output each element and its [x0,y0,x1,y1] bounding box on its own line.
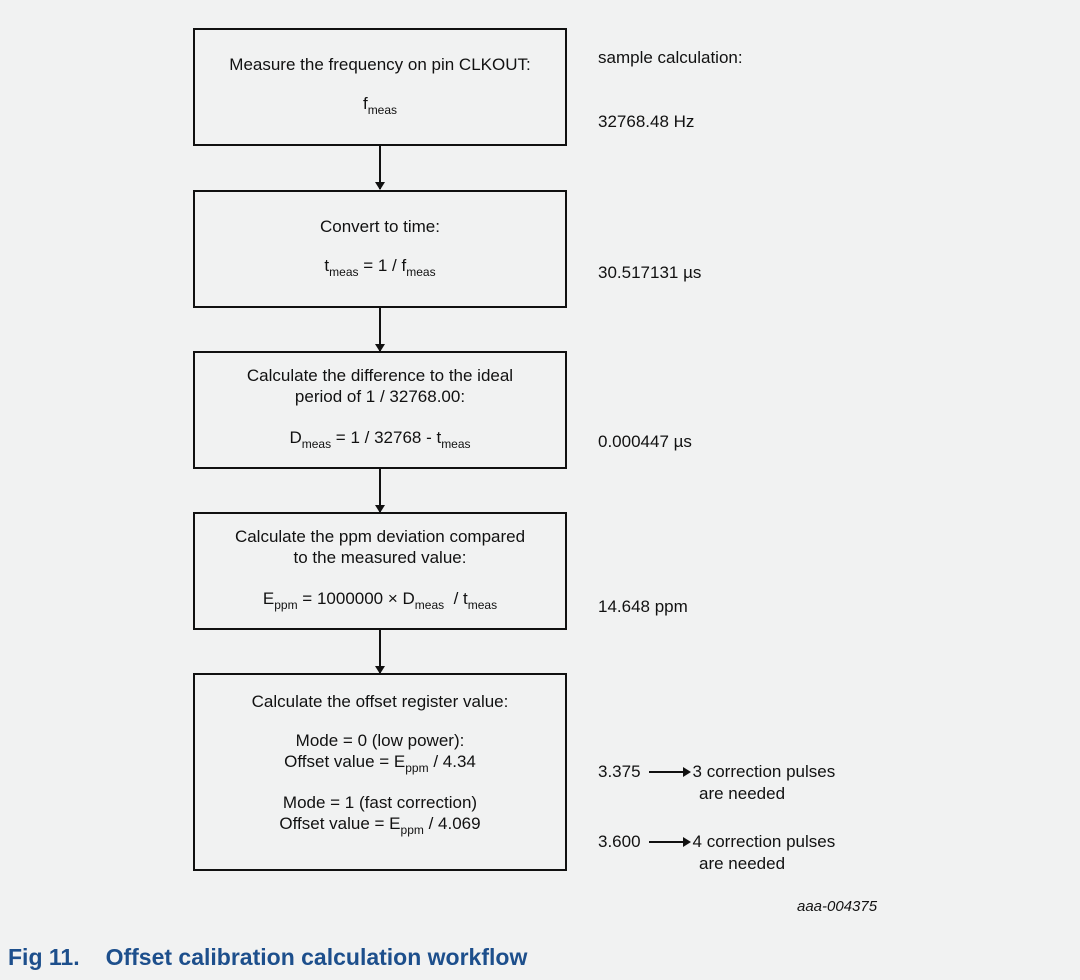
mode1-formula: Offset value = Eppm / 4.069 [279,814,481,837]
result-value: 3.600 [598,832,641,851]
mode1-label: Mode = 1 (fast correction) [282,793,478,812]
step-box-difference: Calculate the difference to the ideal pe… [193,351,567,469]
step-box-ppm-deviation: Calculate the ppm deviation compared to … [193,512,567,630]
step-title-line: period of 1 / 32768.00: [294,387,466,406]
step-value: 30.517131 µs [598,263,702,282]
result-line: are needed [699,854,786,873]
step-formula: fmeas [362,94,398,117]
step-formula: tmeas = 1 / fmeas [324,256,436,279]
flow-arrow [375,308,385,352]
step-title: Calculate the offset register value: [251,692,509,711]
sample-calculation-header: sample calculation: [598,48,743,67]
result-mode0: 3.375 3 correction pulses are needed [598,761,835,805]
step-box-convert-time: Convert to time: tmeas = 1 / fmeas [193,190,567,308]
step-title-line: Calculate the difference to the ideal [246,366,514,385]
step-formula: Dmeas = 1 / 32768 - tmeas [289,428,471,451]
mode0-label: Mode = 0 (low power): [295,731,465,750]
step-title: Convert to time: [320,217,440,236]
step-value: 14.648 ppm [598,597,688,616]
result-value: 3.375 [598,762,641,781]
flow-arrow [375,146,385,190]
caption-number: Fig 11. [8,944,80,970]
figure-caption: Fig 11. Offset calibration calculation wo… [8,944,527,971]
figure-code: aaa-004375 [797,898,878,915]
step-title: Measure the frequency on pin CLKOUT: [229,55,531,74]
result-line: 3 correction pulses [692,762,836,781]
step-box-measure-frequency: Measure the frequency on pin CLKOUT: fme… [193,28,567,146]
caption-text: Offset calibration calculation workflow [105,944,528,970]
result-line: 4 correction pulses [692,832,836,851]
step-value: 0.000447 µs [598,432,692,451]
flow-arrow [375,469,385,513]
result-line: are needed [699,784,786,803]
result-mode1: 3.600 4 correction pulses are needed [598,831,835,875]
right-arrow-icon [648,836,691,847]
flow-arrow [375,630,385,674]
step-formula: Eppm = 1000000 × Dmeas / tmeas [262,589,498,612]
mode0-formula: Offset value = Eppm / 4.34 [284,752,476,775]
right-arrow-icon [648,766,691,777]
step-title-line: to the measured value: [293,548,467,567]
step-value: 32768.48 Hz [598,112,695,131]
step-title-line: Calculate the ppm deviation compared [234,527,526,546]
step-box-offset-register: Calculate the offset register value: Mod… [193,673,567,871]
